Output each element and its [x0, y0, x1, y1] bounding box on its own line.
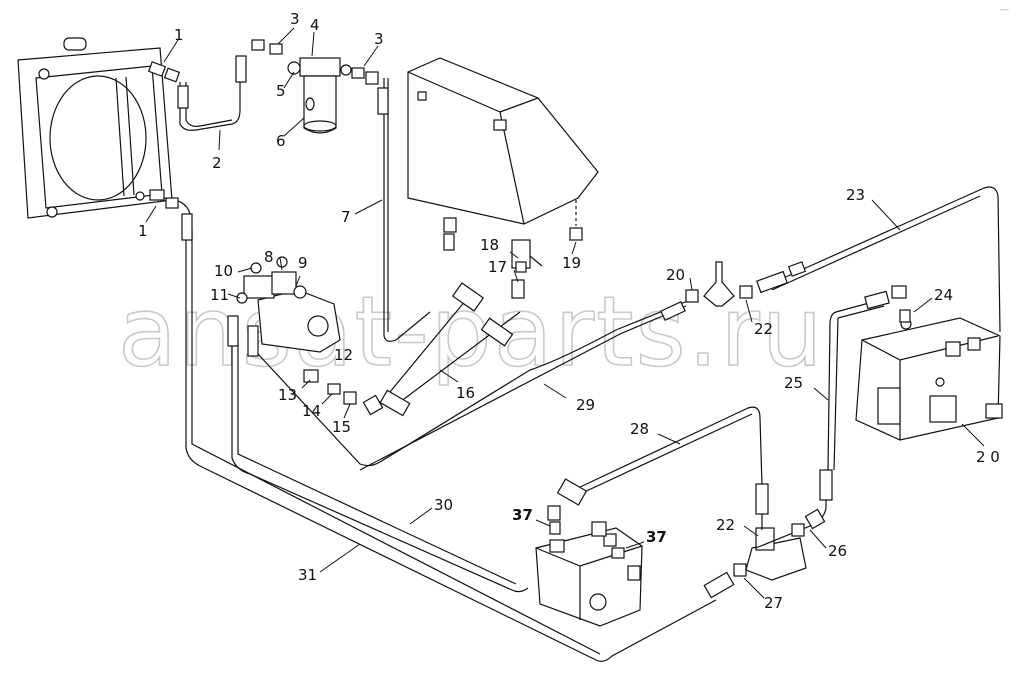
callout-29: 29 [576, 396, 595, 414]
callout-20a: 20 [666, 266, 685, 284]
callout-12: 12 [334, 346, 353, 364]
control-valve-center [535, 527, 643, 627]
corner-mark: — [1000, 5, 1009, 15]
callout-9: 9 [298, 254, 308, 272]
callout-28: 28 [630, 420, 649, 438]
callouts: 1 2 3 4 3 5 6 7 1 8 9 10 11 12 13 14 15 … [138, 10, 1000, 612]
fittings [147, 39, 981, 599]
callout-10: 10 [214, 262, 233, 280]
callout-4: 4 [310, 16, 320, 34]
bracket-22 [745, 527, 807, 581]
callout-27: 27 [764, 594, 783, 612]
hose-lines [159, 58, 1001, 662]
callout-17: 17 [488, 258, 507, 276]
callout-15: 15 [332, 418, 351, 436]
callout-22a: 22 [754, 320, 773, 338]
callout-37b: 37 [646, 528, 667, 546]
callout-3a: 3 [290, 10, 300, 28]
callout-1a: 1 [174, 26, 184, 44]
callout-19: 19 [562, 254, 581, 272]
control-valve-right [855, 317, 1003, 441]
hydraulic-pump [236, 256, 341, 353]
callout-8: 8 [264, 248, 274, 266]
callout-11: 11 [210, 286, 229, 304]
callout-16: 16 [456, 384, 475, 402]
callout-26: 26 [828, 542, 847, 560]
callout-25: 25 [784, 374, 803, 392]
callout-1b: 1 [138, 222, 148, 240]
callout-22b: 22 [716, 516, 735, 534]
fitting-19 [569, 200, 583, 241]
callout-20b: 2 0 [976, 448, 1000, 466]
callout-37a: 37 [512, 506, 533, 524]
callout-5: 5 [276, 82, 286, 100]
callout-30: 30 [434, 496, 453, 514]
callout-14: 14 [302, 402, 321, 420]
callout-6: 6 [276, 132, 286, 150]
radiator [17, 37, 173, 219]
callout-31: 31 [298, 566, 317, 584]
callout-7: 7 [341, 208, 351, 226]
callout-23: 23 [846, 186, 865, 204]
leader-lines [145, 27, 985, 599]
callout-3b: 3 [374, 30, 384, 48]
callout-24: 24 [934, 286, 953, 304]
callout-2: 2 [212, 154, 222, 172]
callout-18: 18 [480, 236, 499, 254]
valve-18 [511, 239, 543, 273]
callout-13: 13 [278, 386, 297, 404]
oil-filter [287, 57, 352, 134]
hydraulic-tank [407, 57, 599, 225]
